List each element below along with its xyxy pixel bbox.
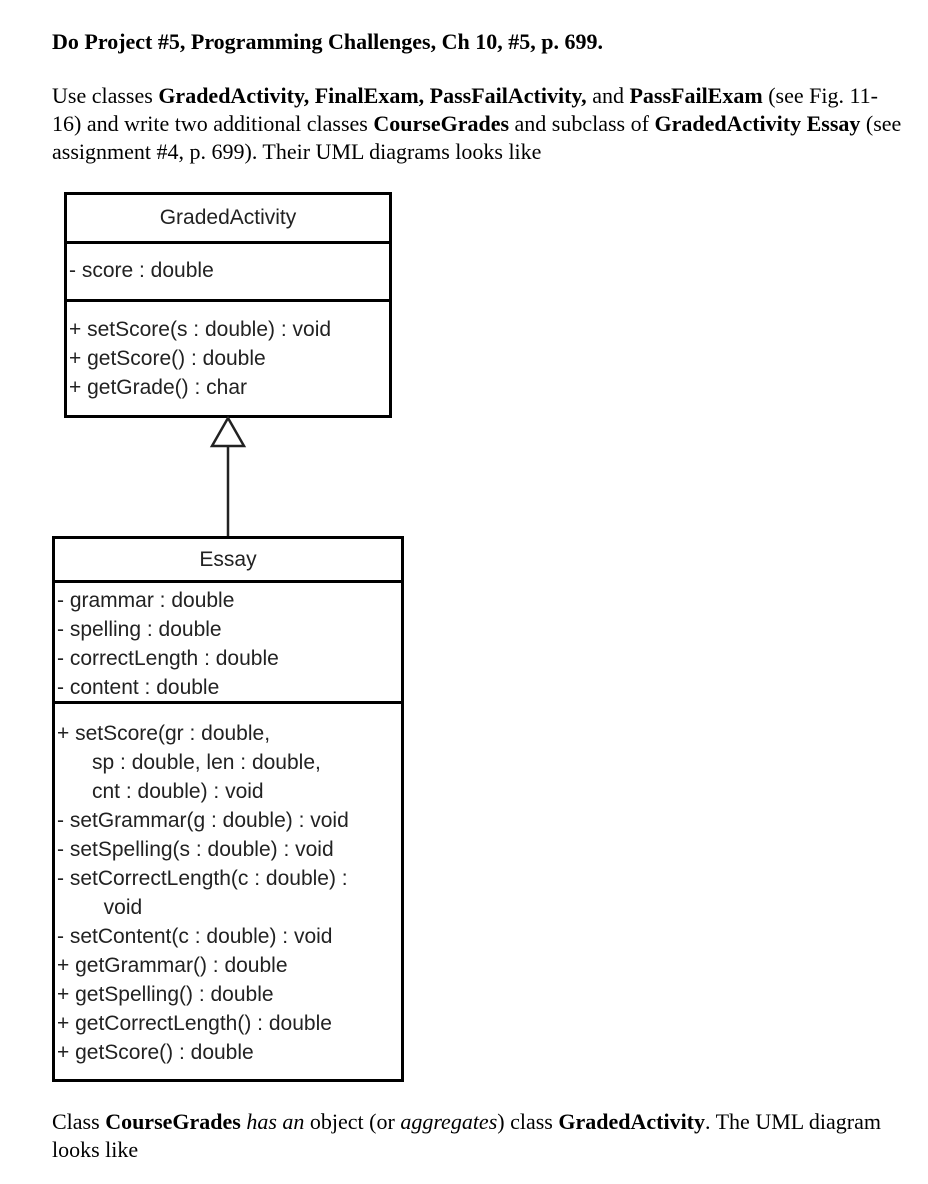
aggregation-paragraph: Class CourseGrades has an object (or agg… bbox=[52, 1108, 902, 1164]
footer-text: ) class bbox=[497, 1109, 559, 1134]
uml-attributes: - grammar : double - spelling : double -… bbox=[55, 583, 401, 704]
uml-method: + getScore() : double bbox=[69, 347, 266, 370]
uml-method: - setGrammar(g : double) : void bbox=[57, 809, 349, 832]
intro-paragraph: Use classes GradedActivity, FinalExam, P… bbox=[52, 82, 902, 166]
uml-methods: + setScore(s : double) : void + getScore… bbox=[67, 302, 389, 402]
uml-method: + getCorrectLength() : double bbox=[57, 1012, 332, 1035]
footer-text: object (or bbox=[304, 1109, 401, 1134]
intro-text: Use classes bbox=[52, 83, 159, 108]
uml-class-name: GradedActivity bbox=[67, 195, 389, 244]
uml-method: - setContent(c : double) : void bbox=[57, 925, 333, 948]
uml-method: void bbox=[57, 896, 143, 919]
aggregates-italic: aggregates bbox=[400, 1109, 498, 1134]
uml-class-gradedactivity: GradedActivity - score : double + setSco… bbox=[64, 192, 392, 418]
footer-text: . The UML diagram looks like bbox=[52, 1109, 881, 1162]
uml-method: + setScore(gr : double, bbox=[57, 722, 271, 745]
uml-attribute: - grammar : double bbox=[57, 589, 235, 612]
assignment-heading: Do Project #5, Programming Challenges, C… bbox=[52, 29, 603, 54]
uml-attribute: - spelling : double bbox=[57, 618, 222, 641]
class-gradedactivity-bold: GradedActivity bbox=[558, 1109, 706, 1134]
uml-method: sp : double, len : double, bbox=[57, 751, 321, 774]
uml-attribute: - score : double bbox=[69, 259, 214, 282]
uml-method: + getSpelling() : double bbox=[57, 983, 274, 1006]
inheritance-arrowhead bbox=[209, 415, 247, 448]
intro-text: and bbox=[586, 83, 630, 108]
class-list-bold: GradedActivity, FinalExam, PassFailActiv… bbox=[158, 83, 587, 108]
footer-text: Class bbox=[52, 1109, 106, 1134]
uml-attribute: - content : double bbox=[57, 676, 220, 699]
uml-attributes: - score : double bbox=[67, 244, 389, 302]
class-passfailexam-bold: PassFailExam bbox=[629, 83, 763, 108]
uml-class-essay: Essay - grammar : double - spelling : do… bbox=[52, 536, 404, 1082]
uml-method: - setSpelling(s : double) : void bbox=[57, 838, 334, 861]
uml-method: - setCorrectLength(c : double) : bbox=[57, 867, 348, 890]
uml-method: cnt : double) : void bbox=[57, 780, 264, 803]
uml-method: + getGrade() : char bbox=[69, 376, 247, 399]
uml-class-name: Essay bbox=[55, 539, 401, 583]
uml-method: + getGrammar() : double bbox=[57, 954, 288, 977]
class-essay-bold: GradedActivity Essay bbox=[654, 111, 861, 136]
uml-method: + setScore(s : double) : void bbox=[69, 318, 332, 341]
intro-text: and subclass of bbox=[509, 111, 655, 136]
uml-methods: + setScore(gr : double, sp : double, len… bbox=[55, 704, 401, 1067]
intro-text: (see Fig. 11-16) and write two additiona… bbox=[52, 83, 878, 136]
has-an-italic: has an bbox=[246, 1109, 305, 1134]
uml-method: + getScore() : double bbox=[57, 1041, 254, 1064]
class-coursegrades-bold: CourseGrades bbox=[105, 1109, 241, 1134]
intro-text: (see assignment #4, p. 699). Their UML d… bbox=[52, 111, 902, 164]
uml-attribute: - correctLength : double bbox=[57, 647, 279, 670]
inheritance-arrow bbox=[209, 415, 247, 538]
class-coursegrades-bold: CourseGrades bbox=[373, 111, 510, 136]
